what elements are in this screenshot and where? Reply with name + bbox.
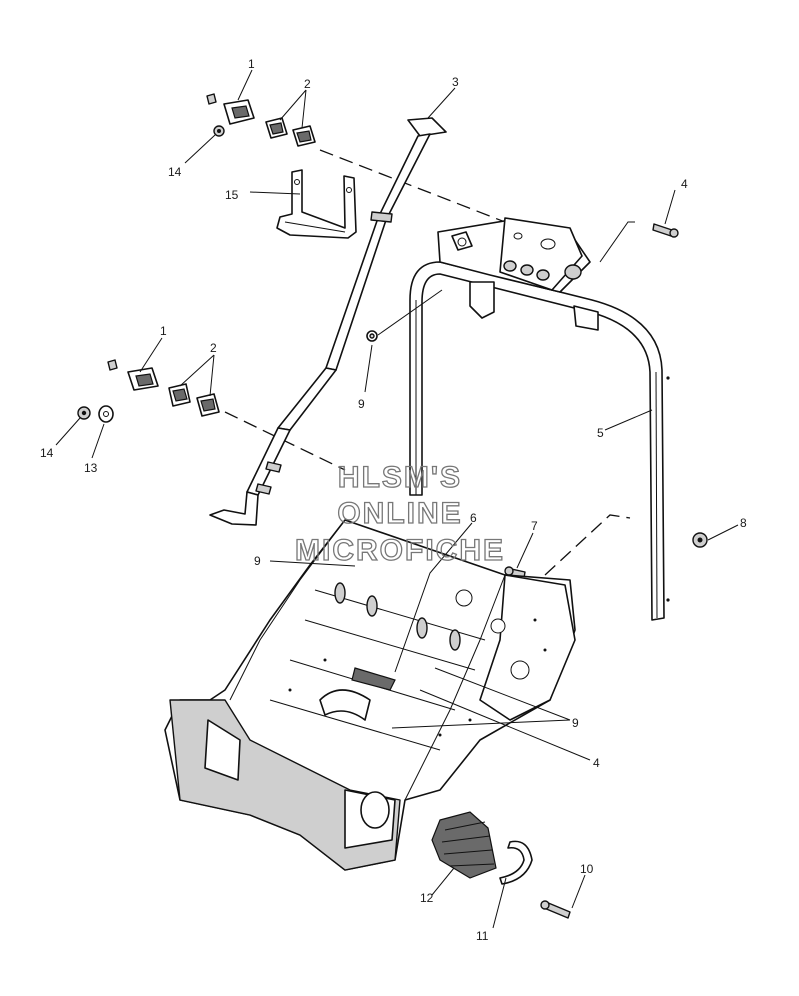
clamp-assembly-top (206, 93, 316, 147)
callout-8: 8 (740, 516, 747, 530)
callout-1-middle: 1 (160, 324, 167, 338)
watermark-line-2: ONLINE (337, 497, 462, 530)
callout-5: 5 (597, 426, 604, 440)
chassis-frame (164, 519, 576, 871)
callout-13: 13 (84, 461, 98, 475)
leader-lines (55, 69, 739, 929)
callout-2-middle: 2 (210, 341, 217, 355)
callout-4-top: 4 (681, 177, 688, 191)
callout-15: 15 (225, 188, 239, 202)
steering-post (209, 117, 447, 526)
callout-11: 11 (476, 929, 489, 943)
callout-12: 12 (420, 891, 434, 905)
callout-14-middle: 14 (40, 446, 54, 460)
callout-6: 6 (470, 511, 477, 525)
callout-10: 10 (580, 862, 594, 876)
callout-9-left: 9 (358, 397, 365, 411)
watermark: HLSM'S ONLINE MICROFICHE (294, 460, 505, 567)
steering-boot (431, 811, 497, 879)
callout-3: 3 (452, 75, 459, 89)
callout-9-right: 9 (572, 716, 579, 730)
hoop-frame (409, 217, 670, 621)
watermark-line-3: MICROFICHE (295, 534, 505, 567)
callout-7: 7 (531, 519, 538, 533)
callout-4-bottom: 4 (593, 756, 600, 770)
callout-9-frame: 9 (254, 554, 261, 568)
callout-2-top: 2 (304, 77, 311, 91)
clamp-assembly-middle (77, 359, 220, 423)
callout-14-top: 14 (168, 165, 182, 179)
callout-1-top: 1 (248, 57, 255, 71)
boot-clamp (499, 840, 533, 885)
watermark-line-1: HLSM'S (338, 461, 462, 494)
callout-labels: 1 2 3 4 14 15 9 1 2 5 14 13 6 7 8 9 9 4 … (40, 57, 747, 943)
bracket-15 (276, 169, 357, 239)
